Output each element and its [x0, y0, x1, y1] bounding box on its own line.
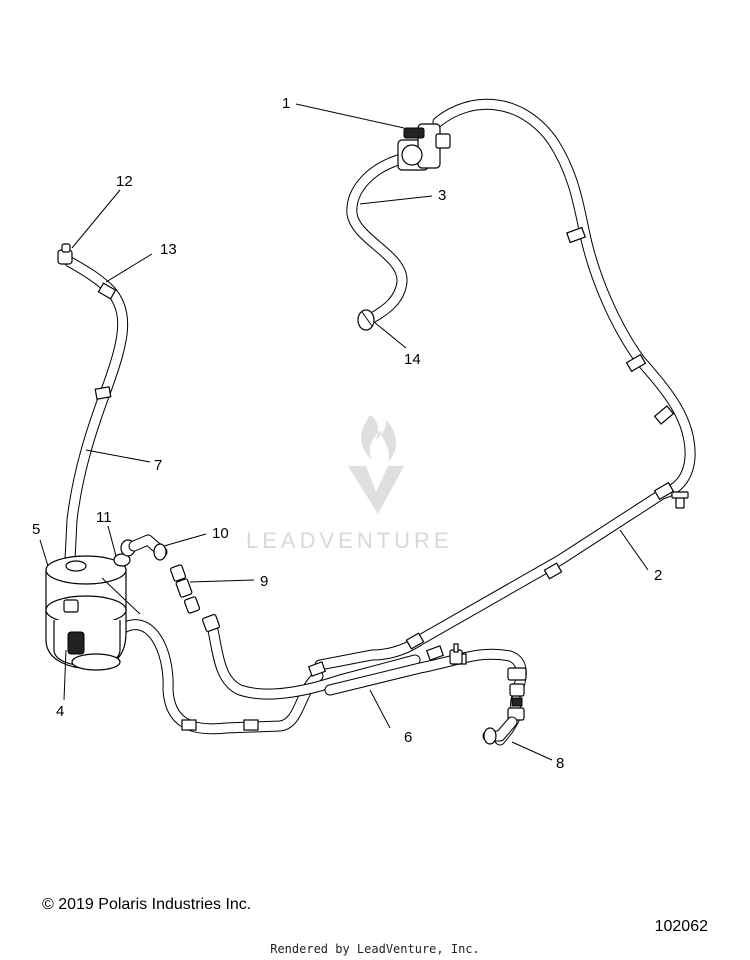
clamp [625, 353, 647, 373]
clamp [307, 661, 327, 677]
callout-12: 12 [116, 173, 133, 190]
canister-bracket-4 [67, 631, 85, 655]
hose-7 [64, 256, 129, 566]
callout-13: 13 [160, 241, 177, 258]
leadventure-watermark: LEADVENTURE [246, 415, 453, 553]
callout-5: 5 [32, 521, 40, 538]
connector-9 [169, 564, 221, 633]
callout-3: 3 [438, 187, 446, 204]
fitting-8 [482, 667, 527, 745]
clamp [425, 645, 445, 661]
rendered-by-text: Rendered by LeadVenture, Inc. [270, 942, 480, 956]
hose-3 [346, 154, 408, 324]
clamp [566, 226, 586, 244]
callout-14: 14 [404, 351, 421, 368]
diagram-number: 102062 [654, 918, 708, 935]
flame-logo-icon [361, 415, 397, 462]
clamp [543, 562, 563, 580]
callout-labels: 1 2 3 4 5 6 7 8 9 10 11 12 13 14 [32, 95, 662, 772]
canister-5 [45, 555, 141, 671]
fitting-10 [128, 534, 168, 561]
fitting-14 [357, 309, 375, 331]
fitting-12 [57, 243, 73, 265]
valve-1 [397, 123, 451, 171]
callout-10: 10 [212, 525, 229, 542]
clamp [653, 481, 675, 501]
clamp [243, 719, 259, 731]
clamp [181, 719, 197, 731]
hose-2 [314, 98, 696, 671]
callout-6: 6 [404, 729, 412, 746]
bolt-right [671, 491, 689, 509]
clamp [94, 386, 112, 400]
watermark-text: LEADVENTURE [246, 528, 453, 553]
clamp [405, 632, 425, 650]
callout-4: 4 [56, 703, 64, 720]
copyright-text: © 2019 Polaris Industries Inc. [42, 896, 252, 913]
callout-9: 9 [260, 573, 268, 590]
hose-9-run [206, 620, 421, 700]
callout-1: 1 [282, 95, 290, 112]
callout-11: 11 [96, 509, 112, 526]
callout-8: 8 [556, 755, 564, 772]
callout-2: 2 [654, 567, 662, 584]
v-logo-icon [348, 466, 404, 514]
clamp [97, 282, 117, 300]
tee-fitting [449, 643, 463, 665]
callout-7: 7 [154, 457, 162, 474]
clamp [653, 405, 675, 425]
callout-leaders [39, 103, 649, 761]
